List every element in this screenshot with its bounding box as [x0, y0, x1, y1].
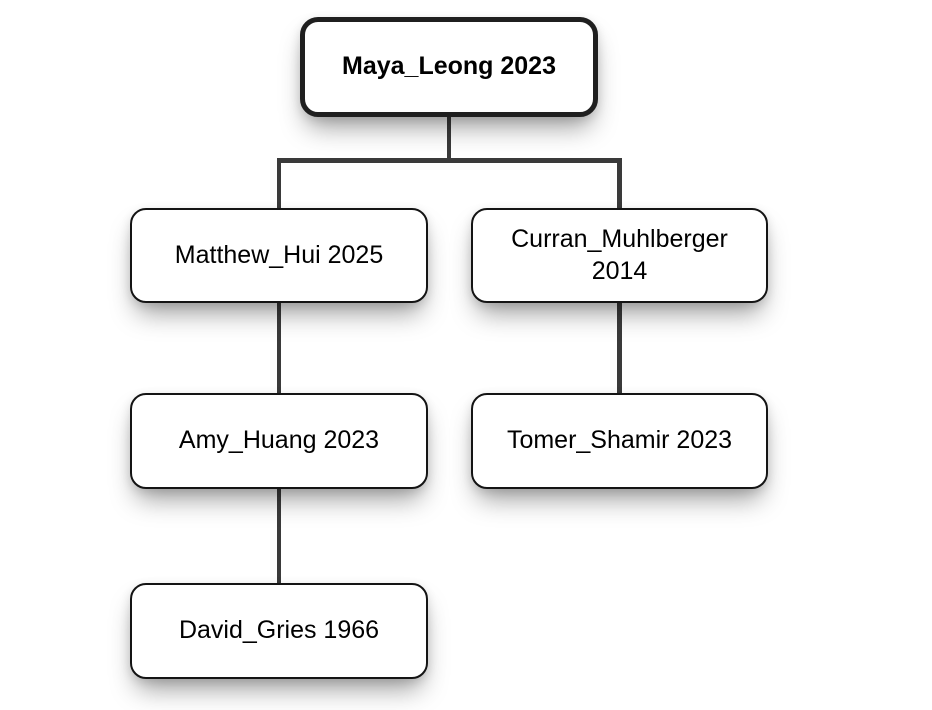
edge-branch-bar: [276, 158, 622, 163]
node-label: Maya_Leong 2023: [342, 52, 556, 81]
node-label: Amy_Huang 2023: [178, 426, 380, 455]
node-curran-muhlberger[interactable]: Curran_Muhlberger 2014: [471, 208, 768, 303]
node-label: Matthew_Hui 2025: [174, 240, 384, 269]
node-david-gries[interactable]: David_Gries 1966: [130, 583, 428, 679]
node-label: Tomer_Shamir 2023: [506, 426, 733, 455]
edge-root-curran: [617, 158, 622, 209]
edge-curran-tomer: [617, 302, 622, 394]
edge-amy-david: [276, 488, 282, 584]
node-matthew-hui[interactable]: Matthew_Hui 2025: [130, 208, 428, 303]
node-label: Curran_Muhlberger 2014: [511, 225, 728, 285]
edge-root-stem: [446, 117, 452, 162]
node-maya-leong[interactable]: Maya_Leong 2023: [300, 17, 598, 117]
edge-matthew-amy: [276, 302, 282, 394]
node-tomer-shamir[interactable]: Tomer_Shamir 2023: [471, 393, 768, 489]
node-label: David_Gries 1966: [178, 616, 380, 645]
node-amy-huang[interactable]: Amy_Huang 2023: [130, 393, 428, 489]
edge-root-matthew: [276, 158, 282, 209]
